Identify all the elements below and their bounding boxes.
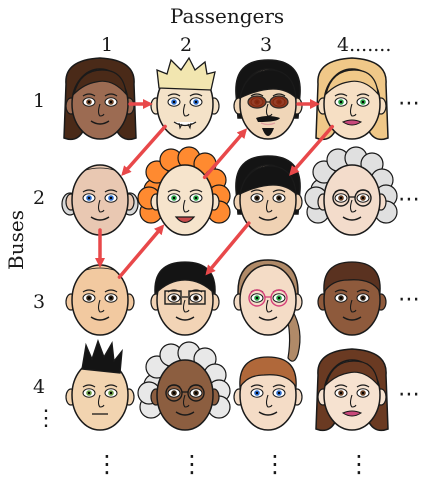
column-label-3: 3 [260,34,273,56]
ellipsis-marks: ⋯ ⋯ ⋯ ⋯ ⋮ ⋮ ⋮ ⋮ [95,91,420,478]
row-label-4: 4 [33,376,46,398]
column-label-4: 4....... [337,34,392,56]
row-4-more-dots: ⋯ [398,382,420,407]
face-r4c1 [65,339,135,431]
face-r3c2 [150,261,220,336]
face-r1c1 [63,57,137,141]
face-r3c4 [317,261,387,336]
face-r4c3 [233,356,303,431]
face-r1c3 [233,59,303,140]
row-3-more-dots: ⋯ [398,287,420,312]
column-4-more-dots: ⋮ [347,450,371,478]
face-r3c1 [65,264,135,336]
arrow-r2c3-to-r3c2 [205,221,251,276]
face-r4c2 [137,341,231,431]
column-label-1: 1 [101,34,114,56]
row-1-more-dots: ⋯ [398,91,420,116]
buses-axis-label: Buses [3,210,28,270]
face-r1c4 [315,57,389,141]
arrow-r1c4-to-r2c3 [289,124,334,176]
column-2-more-dots: ⋮ [180,450,204,478]
faces-grid [61,56,398,432]
row-label-2: 2 [33,187,46,209]
arrow-r1c2-to-r2c1 [121,124,167,177]
row-label-1: 1 [33,90,46,112]
arrow-r3c1-to-r2c2 [117,224,165,279]
face-r2c3 [233,155,303,236]
row-overflow-dots: ⋮ [35,406,57,431]
face-r1c2 [150,56,220,140]
face-r2c1 [61,164,139,236]
face-r4c4 [315,348,389,432]
column-1-more-dots: ⋮ [95,450,119,478]
passengers-title: Passengers [170,4,285,28]
row-label-3: 3 [33,291,46,313]
face-r2c2 [137,146,231,236]
face-r3c3 [233,259,303,362]
row-2-more-dots: ⋯ [398,187,420,212]
face-r2c4 [304,146,398,236]
arrow-r2c2-to-r1c3 [202,128,248,180]
column-3-more-dots: ⋮ [263,450,287,478]
column-label-2: 2 [180,34,193,56]
diagonal-arrows [95,99,334,279]
